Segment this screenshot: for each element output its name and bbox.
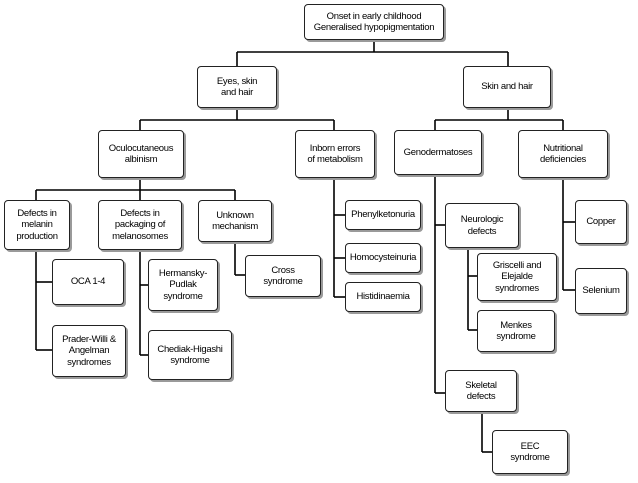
node-homocysteinuria: Homocysteinuria	[345, 243, 421, 273]
node-onset-generalised-hypopigmentation: Onset in early childhood Generalised hyp…	[304, 4, 444, 40]
node-inborn-errors-of-metabolism: Inborn errors of metabolism	[295, 130, 375, 178]
node-phenylketonuria: Phenylketonuria	[345, 200, 421, 230]
node-menkes-syndrome: Menkes syndrome	[477, 310, 555, 352]
node-neurologic-defects: Neurologic defects	[445, 203, 519, 248]
node-eyes-skin-hair: Eyes, skin and hair	[197, 66, 277, 108]
node-oca-1-4: OCA 1-4	[52, 259, 124, 305]
node-nutritional-deficiencies: Nutritional deficiencies	[518, 130, 608, 178]
node-defects-melanin-production: Defects in melanin production	[4, 200, 70, 250]
node-copper: Copper	[575, 200, 627, 244]
node-hermansky-pudlak: Hermansky- Pudlak syndrome	[148, 259, 218, 311]
node-unknown-mechanism: Unknown mechanism	[198, 200, 272, 242]
node-defects-packaging-melanosomes: Defects in packaging of melanosomes	[98, 200, 182, 250]
node-skeletal-defects: Skeletal defects	[445, 370, 517, 412]
node-skin-and-hair: Skin and hair	[463, 66, 551, 108]
node-chediak-higashi: Chediak-Higashi syndrome	[148, 330, 232, 380]
node-oculocutaneous-albinism: Oculocutaneous albinism	[98, 130, 184, 178]
node-histidinaemia: Histidinaemia	[345, 282, 421, 312]
node-genodermatoses: Genodermatoses	[394, 130, 482, 175]
node-griscelli-elejalde: Griscelli and Elejalde syndromes	[477, 253, 557, 301]
node-eec-syndrome: EEC syndrome	[492, 430, 568, 474]
node-cross-syndrome: Cross syndrome	[245, 255, 321, 297]
node-prader-willi-angelman: Prader-Willi & Angelman syndromes	[52, 325, 126, 377]
node-selenium: Selenium	[575, 268, 627, 314]
